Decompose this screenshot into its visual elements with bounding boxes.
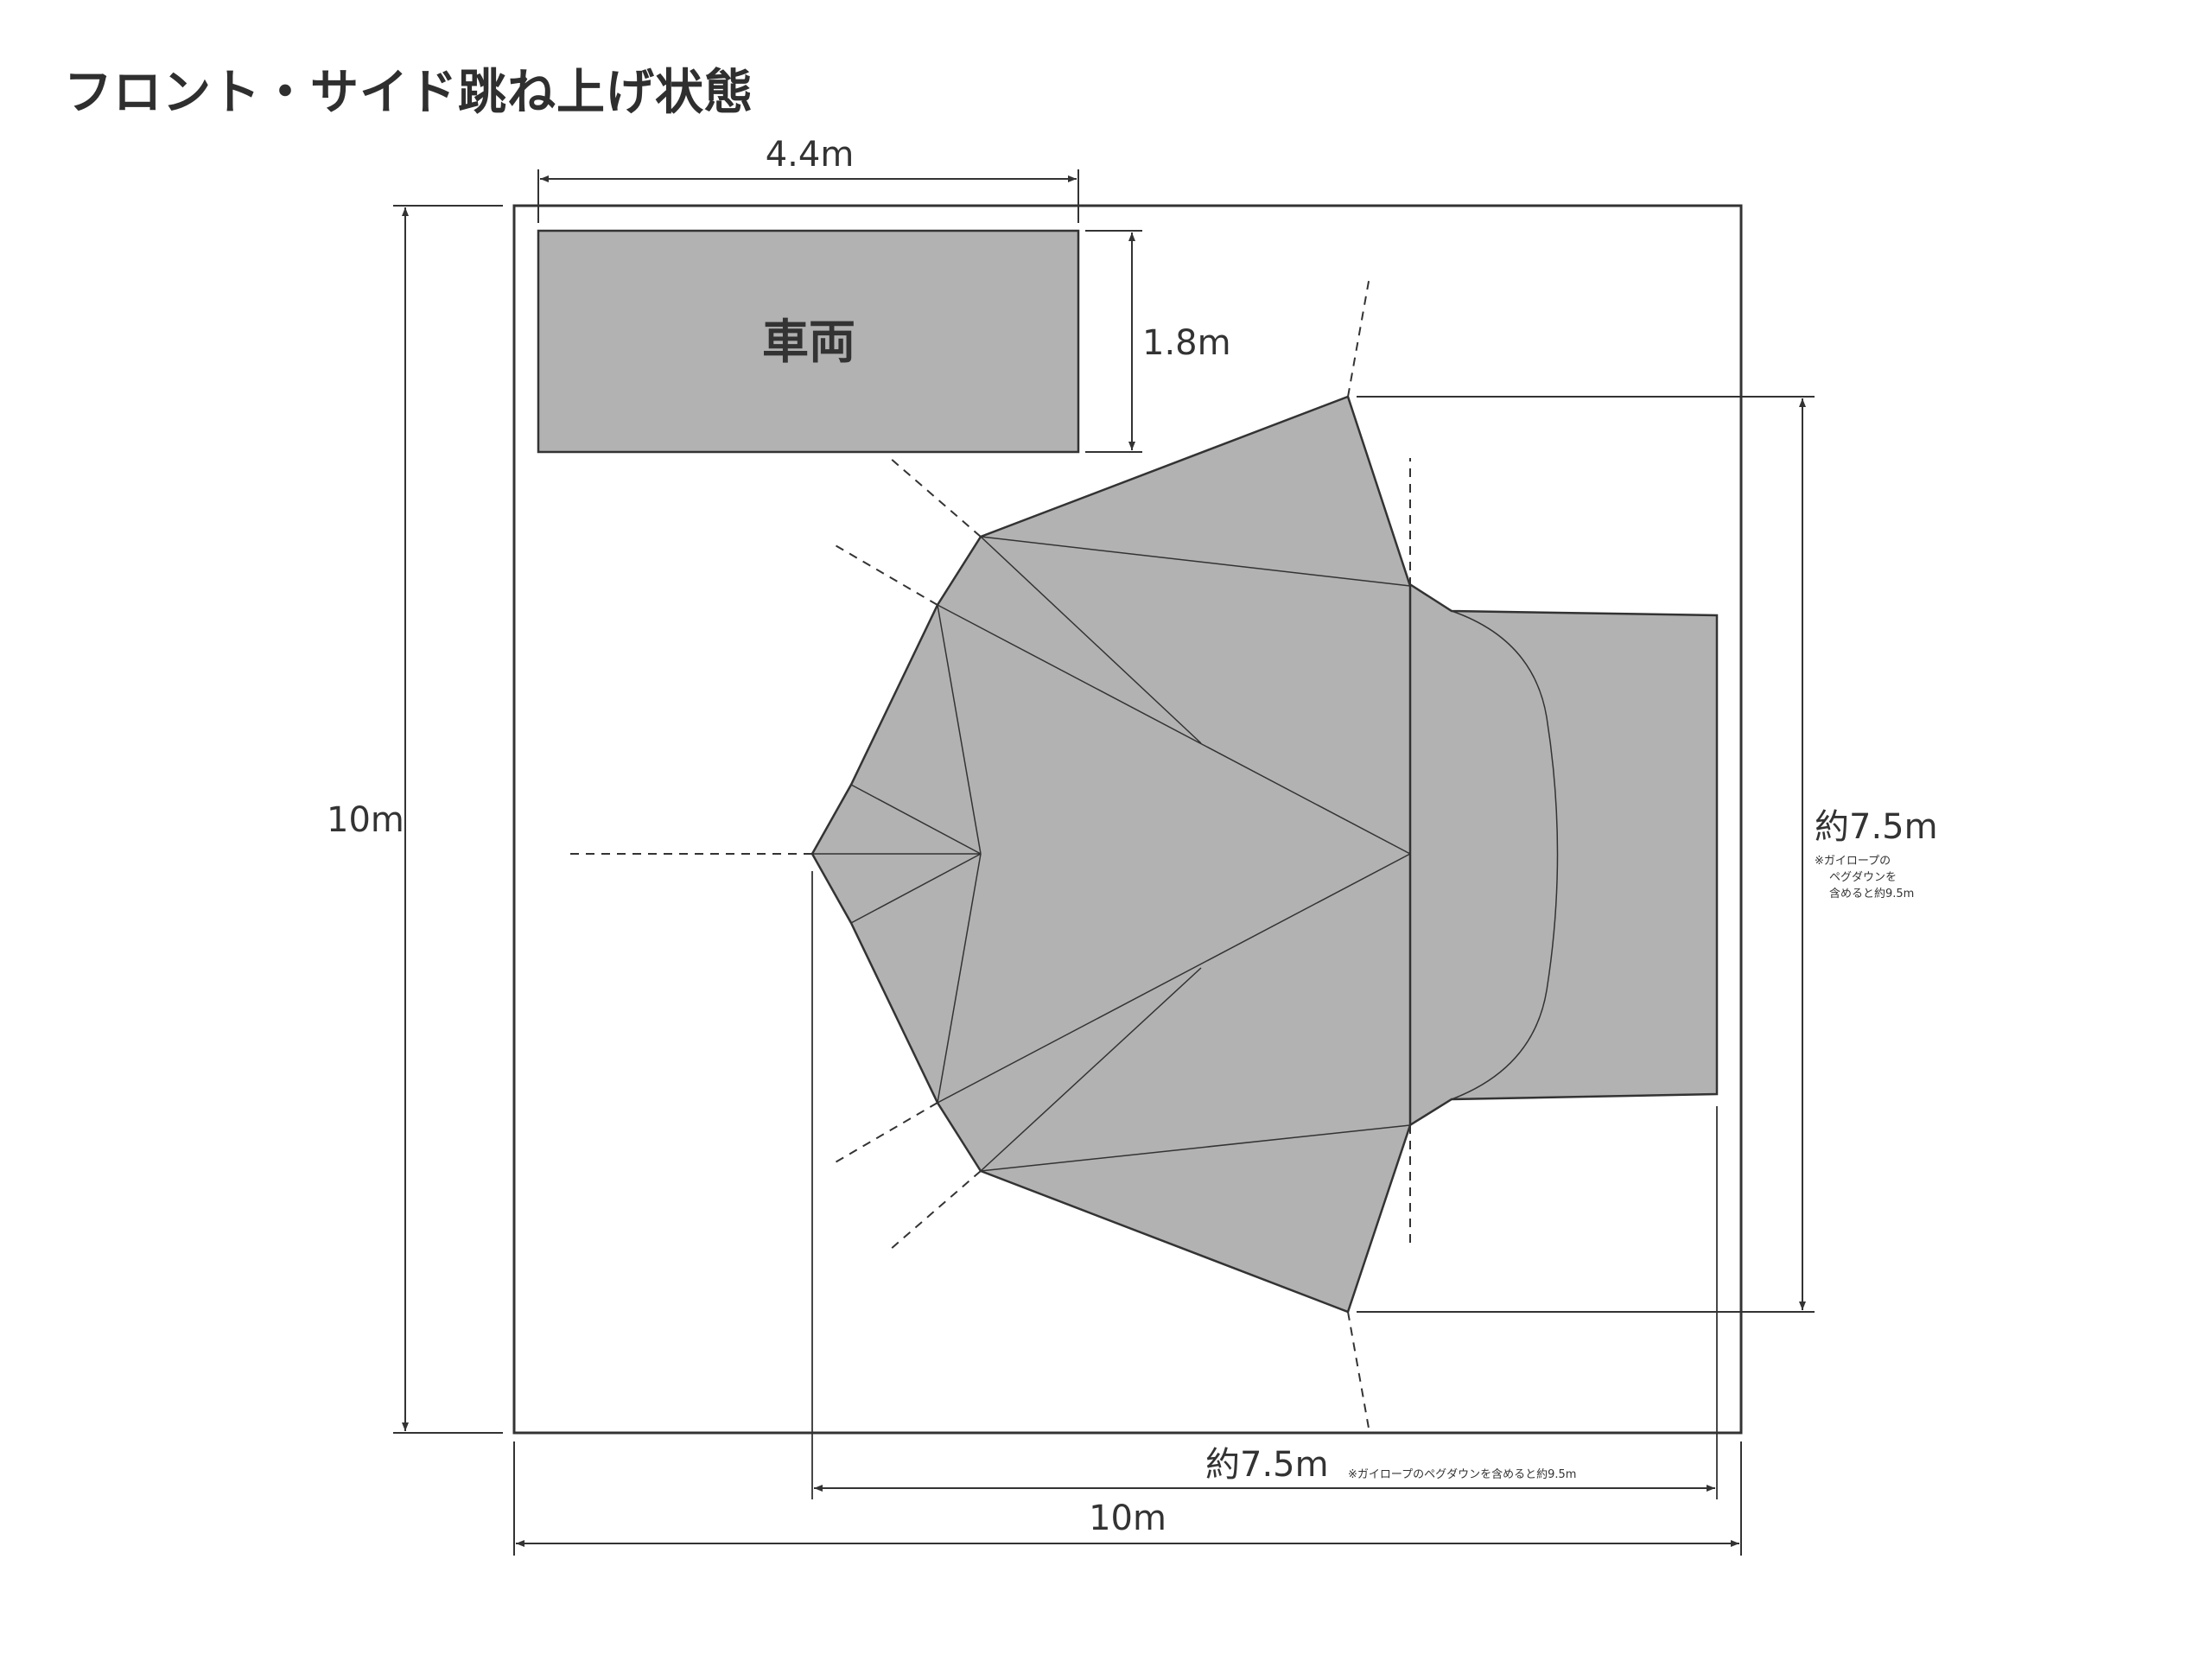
guy-ropes	[566, 276, 1411, 1434]
tent-width-dimension	[811, 871, 1718, 1499]
site-width-label: 10m	[1089, 1499, 1166, 1538]
tent-height-label: 約7.5m	[1815, 807, 1938, 847]
tent-rear-vestibule	[1407, 581, 1719, 1129]
tent-height-note-line: 含めると約9.5m	[1829, 887, 1914, 901]
tent-shape	[810, 395, 1719, 1314]
vehicle-rect	[537, 229, 1080, 454]
tent-width-label: 約7.5m	[1205, 1445, 1329, 1485]
vehicle-width-label: 4.4m	[766, 135, 855, 175]
site-height-label: 10m	[327, 800, 404, 840]
site-width-dimension	[513, 1441, 1742, 1556]
tent-height-note-line: ※ガイロープの	[1815, 855, 1891, 868]
tent-height-note-line: ペグダウンを	[1829, 871, 1897, 884]
vehicle-depth-label: 1.8m	[1142, 323, 1231, 363]
vehicle-width-dimension	[537, 169, 1079, 223]
site-height-dimension	[393, 205, 503, 1434]
tent-height-note: ※ガイロープの ペグダウンを 含めると約9.5m	[1815, 855, 1914, 901]
tent-width-note: ※ガイロープのペグダウンを含めると約9.5m	[1348, 1467, 1576, 1481]
page-title: フロント・サイド跳ね上げ状態	[64, 65, 753, 121]
site-boundary	[512, 204, 1743, 1435]
vehicle-label: 車両	[762, 315, 855, 369]
tent-height-dimension	[1357, 396, 1815, 1313]
vehicle-depth-dimension	[1085, 230, 1142, 453]
